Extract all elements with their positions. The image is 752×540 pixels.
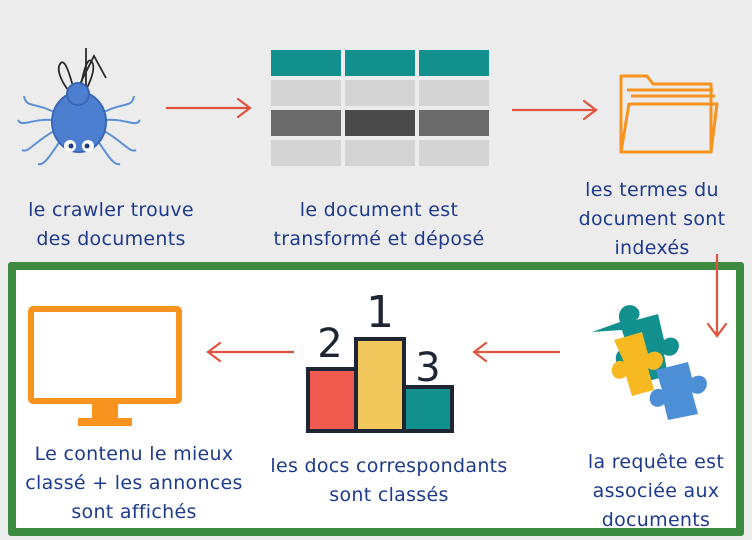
- caption-transform-line1: le document est: [299, 199, 459, 221]
- podium-third-label: 3: [415, 345, 440, 391]
- caption-crawl-line1: le crawler trouve: [28, 199, 194, 221]
- spider-icon: [17, 48, 141, 166]
- podium-icon: 1 2 3: [306, 287, 454, 433]
- podium-first-label: 1: [366, 287, 394, 338]
- arrow-crawl-transform: [166, 97, 252, 119]
- caption-match: la requête est associée aux documents: [582, 448, 730, 535]
- folder-icon: [619, 74, 719, 154]
- puzzle-icon: [592, 305, 707, 420]
- caption-display-line1: Le contenu le mieux: [34, 443, 234, 465]
- caption-index-line2: document sont: [578, 208, 726, 230]
- monitor-icon: [28, 306, 182, 426]
- caption-match-line2: associée aux: [592, 480, 720, 502]
- arrow-rank-display: [206, 341, 294, 363]
- table-icon: [271, 50, 489, 166]
- caption-display-line3: sont affichés: [71, 501, 197, 523]
- arrow-match-rank: [472, 341, 560, 363]
- caption-transform: le document est transformé et déposé: [254, 196, 504, 254]
- caption-display-line2: classé + les annonces: [25, 472, 243, 494]
- caption-crawl: le crawler trouve des documents: [18, 196, 204, 254]
- caption-rank-line1: les docs correspondants: [270, 455, 508, 477]
- caption-display: Le contenu le mieux classé + les annonce…: [20, 440, 248, 527]
- arrow-transform-index: [512, 99, 598, 121]
- arrow-index-match: [706, 254, 728, 338]
- caption-match-line3: documents: [601, 509, 711, 531]
- caption-match-line1: la requête est: [587, 451, 725, 473]
- caption-rank: les docs correspondants sont classés: [258, 452, 520, 510]
- caption-rank-line2: sont classés: [329, 484, 449, 506]
- caption-index-line1: les termes du: [585, 179, 719, 201]
- podium-second-label: 2: [317, 321, 342, 367]
- caption-transform-line2: transformé et déposé: [273, 228, 485, 250]
- caption-crawl-line2: des documents: [36, 228, 186, 250]
- caption-index-line3: indexés: [614, 237, 690, 259]
- caption-index: les termes du document sont indexés: [572, 176, 732, 263]
